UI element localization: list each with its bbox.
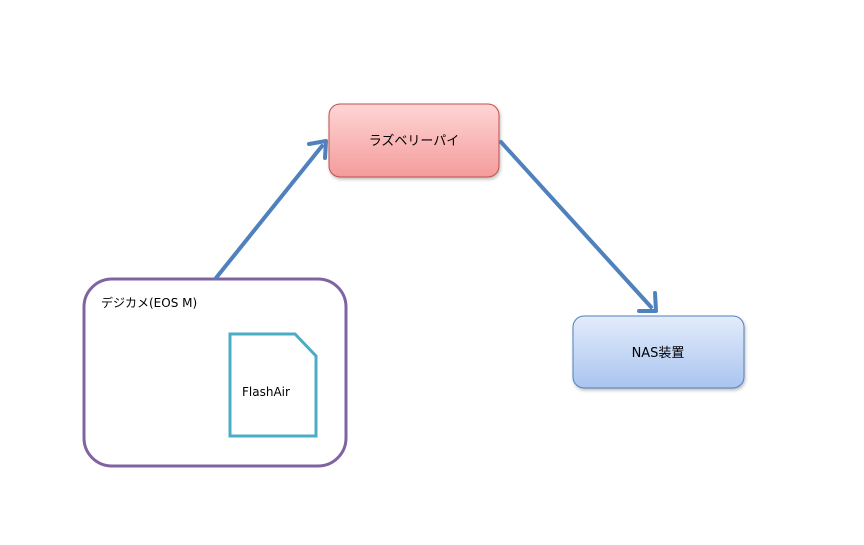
arrow-camera-to-pi-head [307,139,328,160]
arrow-pi-to-nas [499,140,658,313]
arrow-camera-to-pi-shaft [214,144,324,280]
arrow-camera-to-pi [214,139,328,280]
raspberry-pi-node: ラズベリーパイ [328,103,500,178]
arrow-pi-to-nas-head [637,291,658,313]
raspberry-pi-box [328,103,500,178]
arrow-pi-to-nas-shaft [499,140,653,309]
raspberry-pi-label: ラズベリーパイ [369,133,460,149]
nas-node: NAS装置 [572,315,745,389]
sd-card-label: FlashAir [242,385,290,399]
nas-box [572,315,745,389]
sd-card-icon [228,332,318,438]
camera-label: デジカメ(EOS M) [101,295,197,310]
nas-label: NAS装置 [632,346,685,361]
sd-card-node: FlashAir [228,332,318,438]
